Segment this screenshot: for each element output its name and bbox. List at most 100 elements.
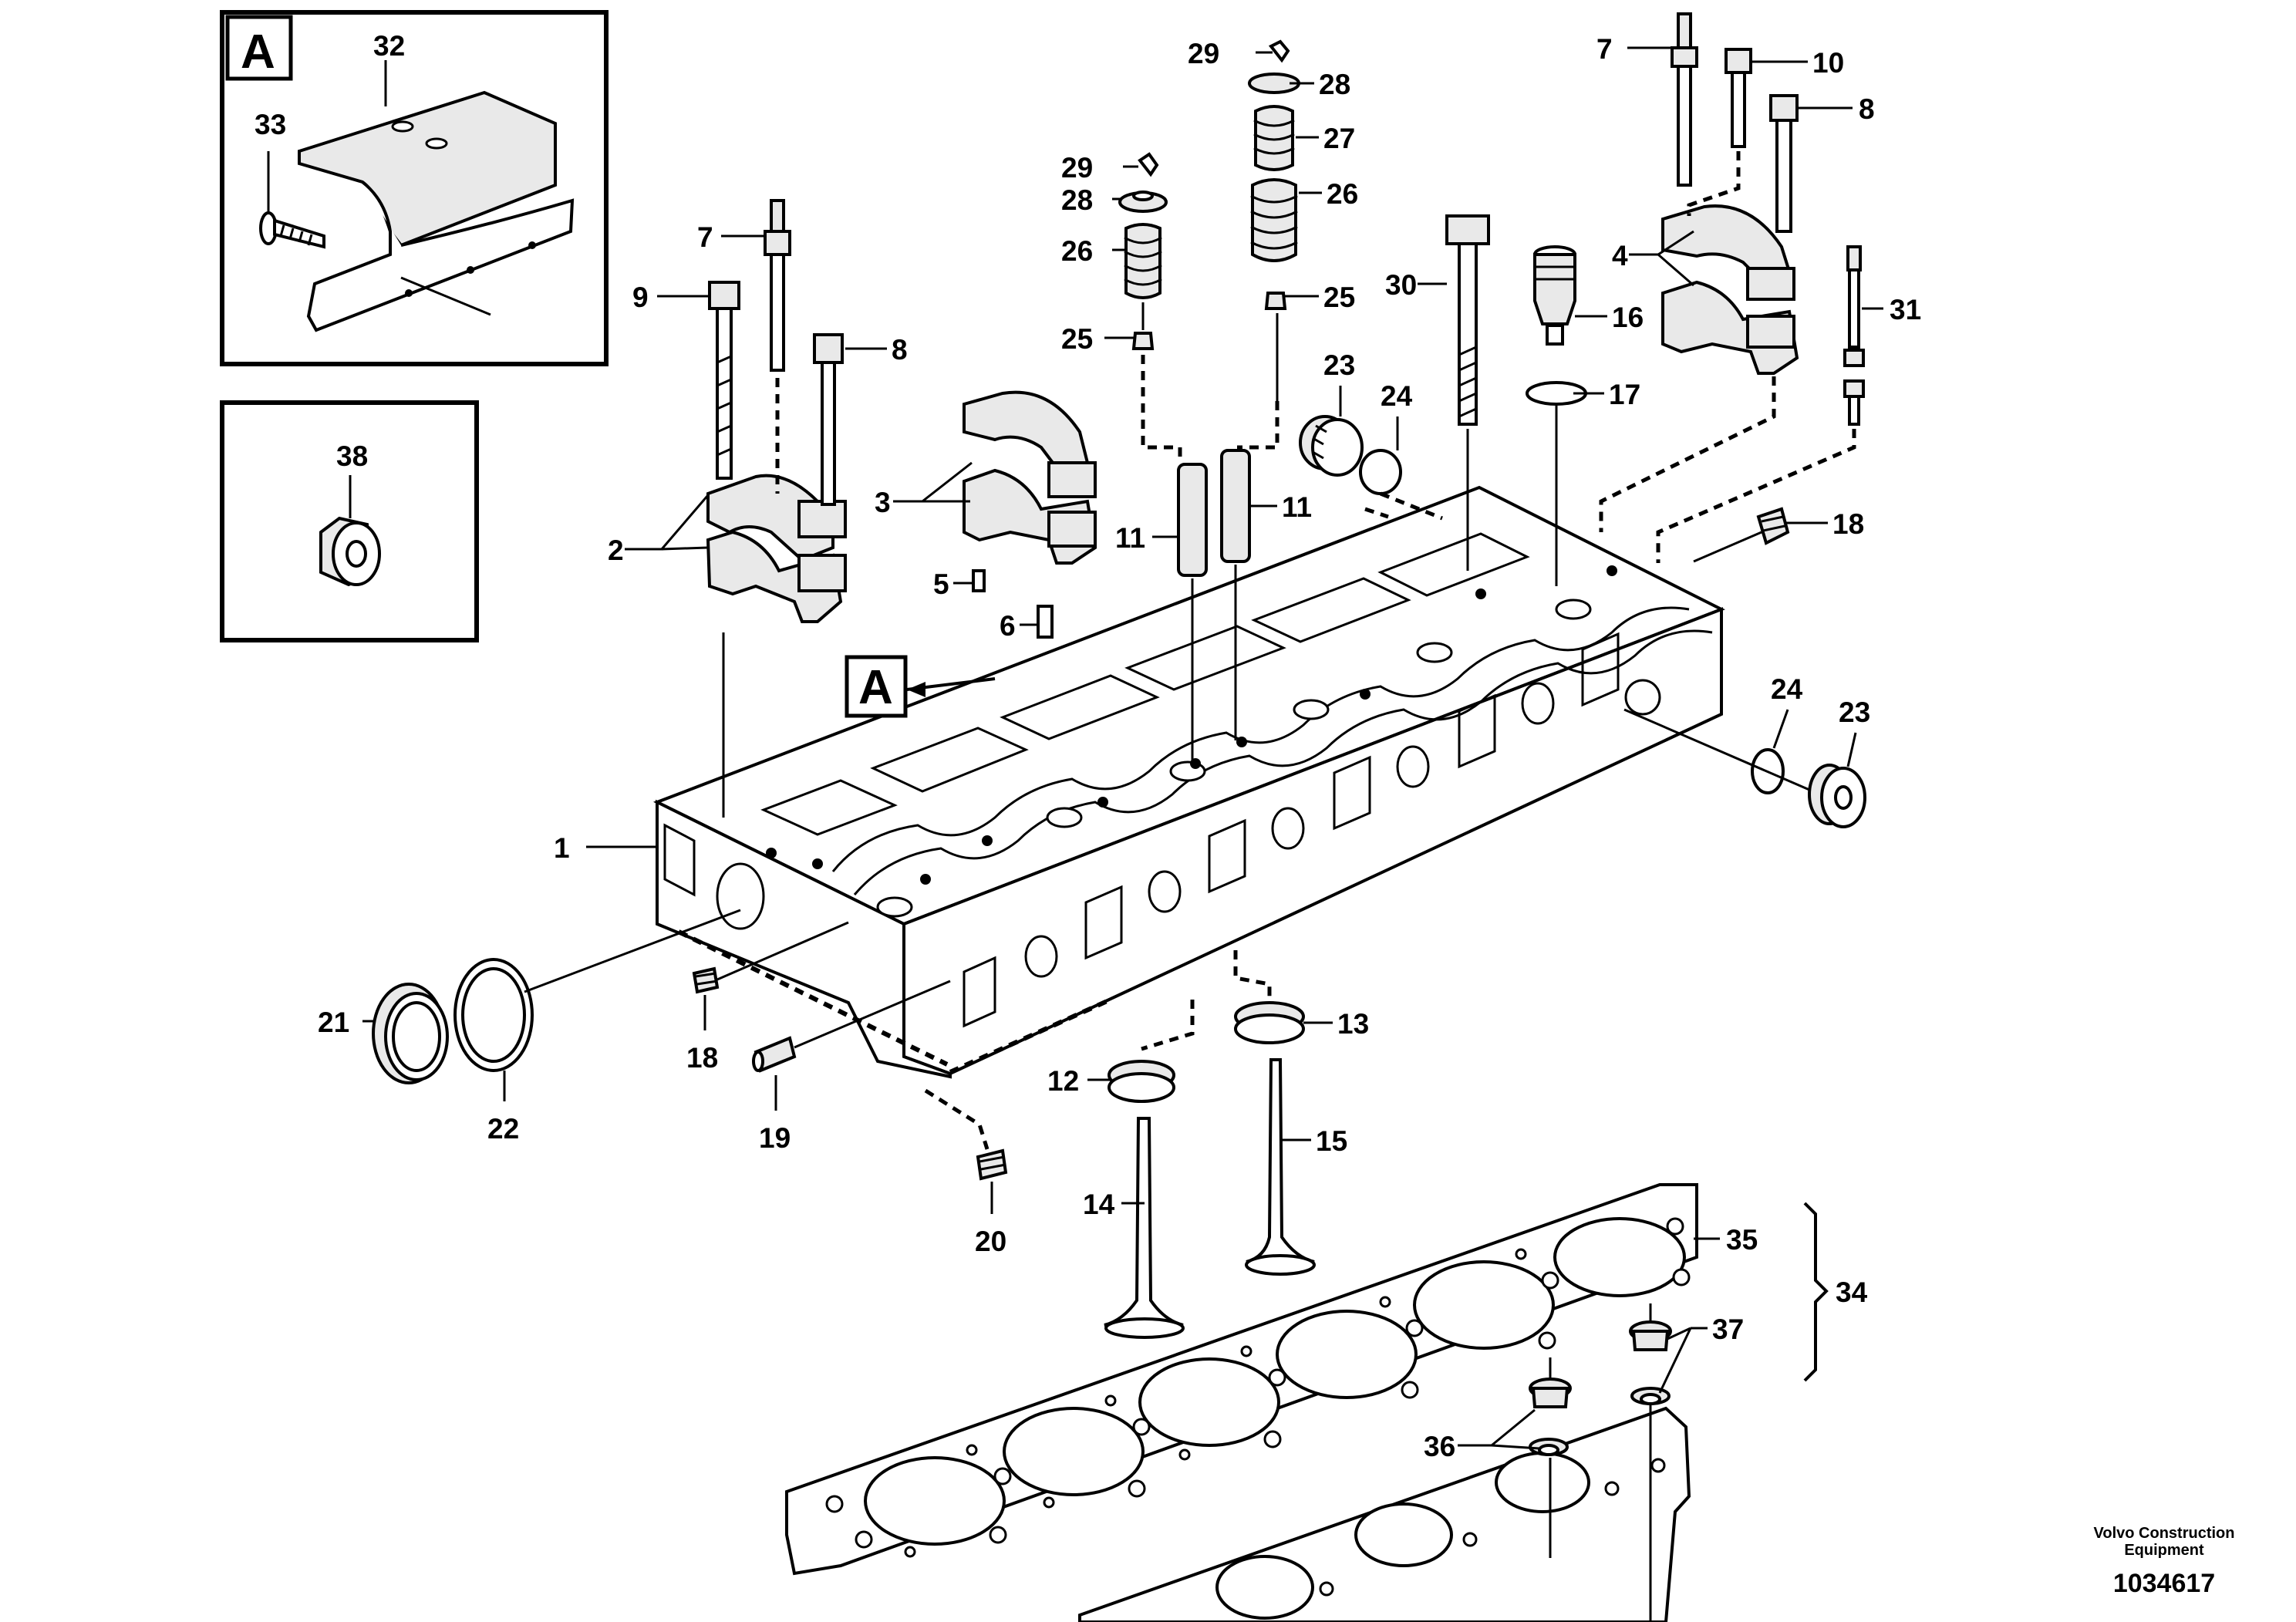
label-29-left: 29 xyxy=(1061,152,1093,184)
label-25-left: 25 xyxy=(1061,323,1093,355)
valve-seat-12 xyxy=(1108,1060,1175,1103)
plug-23-right xyxy=(1808,764,1866,828)
screw-7-left xyxy=(764,199,791,372)
inset-a-box: A 32 33 xyxy=(220,10,609,366)
label-29-right: 29 xyxy=(1188,38,1219,69)
label-8-right: 8 xyxy=(1859,93,1875,125)
plug-18-left xyxy=(692,966,720,994)
bracket-32-flange xyxy=(306,180,575,332)
plug-38 xyxy=(319,516,381,587)
label-24-top: 24 xyxy=(1381,380,1413,412)
footer-brand-line1: Volvo Construction xyxy=(2094,1525,2235,1542)
leader-lines xyxy=(362,46,1883,1450)
plug-23-top xyxy=(1299,415,1364,477)
screw-10 xyxy=(1725,48,1752,148)
valve-14 xyxy=(1104,1117,1185,1339)
label-28-right: 28 xyxy=(1319,69,1350,100)
label-38: 38 xyxy=(336,440,368,472)
label-8-left: 8 xyxy=(892,334,908,366)
label-9: 9 xyxy=(632,282,649,313)
injector-sleeve-16 xyxy=(1533,245,1576,346)
label-5: 5 xyxy=(933,568,949,600)
label-26-left: 26 xyxy=(1061,235,1093,267)
screw-8-right xyxy=(1769,94,1799,233)
label-17: 17 xyxy=(1609,379,1640,410)
plug-18-right xyxy=(1756,507,1790,545)
plug-20 xyxy=(976,1148,1008,1181)
label-19: 19 xyxy=(759,1122,791,1154)
part-labels: 1 2 3 4 5 6 7 7 8 8 9 10 11 11 12 13 14 … xyxy=(318,33,1921,1462)
label-18-left: 18 xyxy=(686,1042,718,1074)
o-ring-22 xyxy=(453,958,534,1072)
pin-5 xyxy=(972,569,986,592)
view-ref-a-letter: A xyxy=(858,661,893,714)
label-35: 35 xyxy=(1726,1224,1758,1256)
label-23-right: 23 xyxy=(1839,696,1870,728)
label-32: 32 xyxy=(373,30,405,62)
label-11b: 11 xyxy=(1282,491,1312,523)
label-37: 37 xyxy=(1712,1313,1744,1345)
label-30: 30 xyxy=(1385,269,1417,301)
label-4: 4 xyxy=(1612,240,1628,271)
cylinder-head-1 xyxy=(653,485,1725,1079)
label-18-right: 18 xyxy=(1832,508,1864,540)
label-7-right: 7 xyxy=(1596,33,1613,65)
label-7-left: 7 xyxy=(697,221,713,253)
label-10: 10 xyxy=(1812,47,1844,79)
drawing-number: 1034617 xyxy=(2113,1569,2215,1598)
label-16: 16 xyxy=(1612,302,1644,333)
o-ring-24-top xyxy=(1359,449,1402,495)
label-12: 12 xyxy=(1047,1065,1079,1097)
screw-8-left xyxy=(813,333,844,506)
head-gasket-35 xyxy=(785,1183,1698,1576)
bearing-cap-3 xyxy=(963,390,1097,565)
label-1: 1 xyxy=(554,832,570,864)
sleeve-36a xyxy=(1529,1378,1572,1408)
screw-7-right xyxy=(1671,12,1698,187)
sleeve-19 xyxy=(752,1036,797,1073)
bearing-cap-4 xyxy=(1661,204,1799,375)
view-ref-a: A xyxy=(845,655,996,718)
label-15: 15 xyxy=(1316,1125,1347,1157)
label-23-top: 23 xyxy=(1323,349,1355,381)
label-28-left: 28 xyxy=(1061,184,1093,216)
screw-33 xyxy=(259,211,325,249)
label-25-right: 25 xyxy=(1323,282,1355,313)
inset-plug-box: 38 xyxy=(220,400,479,642)
footer: Volvo Construction Equipment 1034617 xyxy=(2094,1525,2235,1598)
valve-guide-11b xyxy=(1220,449,1251,563)
label-24-right: 24 xyxy=(1771,673,1803,705)
stud-31 xyxy=(1843,245,1865,426)
lower-gasket-partial xyxy=(1078,1406,1691,1622)
label-11a: 11 xyxy=(1115,522,1145,554)
label-31: 31 xyxy=(1890,294,1921,325)
pin-6 xyxy=(1037,605,1054,639)
label-20: 20 xyxy=(975,1226,1006,1257)
label-3: 3 xyxy=(875,487,891,518)
label-13: 13 xyxy=(1337,1008,1369,1040)
bearing-cap-2 xyxy=(706,474,847,623)
label-2: 2 xyxy=(608,534,624,566)
sleeve-37b xyxy=(1630,1387,1671,1405)
valve-guide-11a xyxy=(1177,463,1208,577)
label-21: 21 xyxy=(318,1007,349,1038)
valve-spring-assembly-right xyxy=(1248,39,1300,310)
inset-a-letter: A xyxy=(241,25,275,79)
screw-30 xyxy=(1445,214,1490,426)
valve-15 xyxy=(1245,1058,1316,1276)
label-14: 14 xyxy=(1083,1189,1115,1220)
label-22: 22 xyxy=(487,1113,519,1145)
footer-brand-line2: Equipment xyxy=(2124,1542,2204,1559)
valve-spring-assembly-left xyxy=(1118,152,1168,350)
sleeve-36b xyxy=(1529,1438,1569,1456)
label-27: 27 xyxy=(1323,123,1355,154)
label-6: 6 xyxy=(1000,610,1016,642)
label-34: 34 xyxy=(1836,1276,1868,1308)
label-33: 33 xyxy=(255,109,286,140)
screw-9 xyxy=(708,281,740,480)
sleeve-37a xyxy=(1629,1320,1672,1351)
label-36: 36 xyxy=(1424,1431,1455,1462)
seal-21 xyxy=(372,983,449,1084)
label-26-right: 26 xyxy=(1327,178,1358,210)
